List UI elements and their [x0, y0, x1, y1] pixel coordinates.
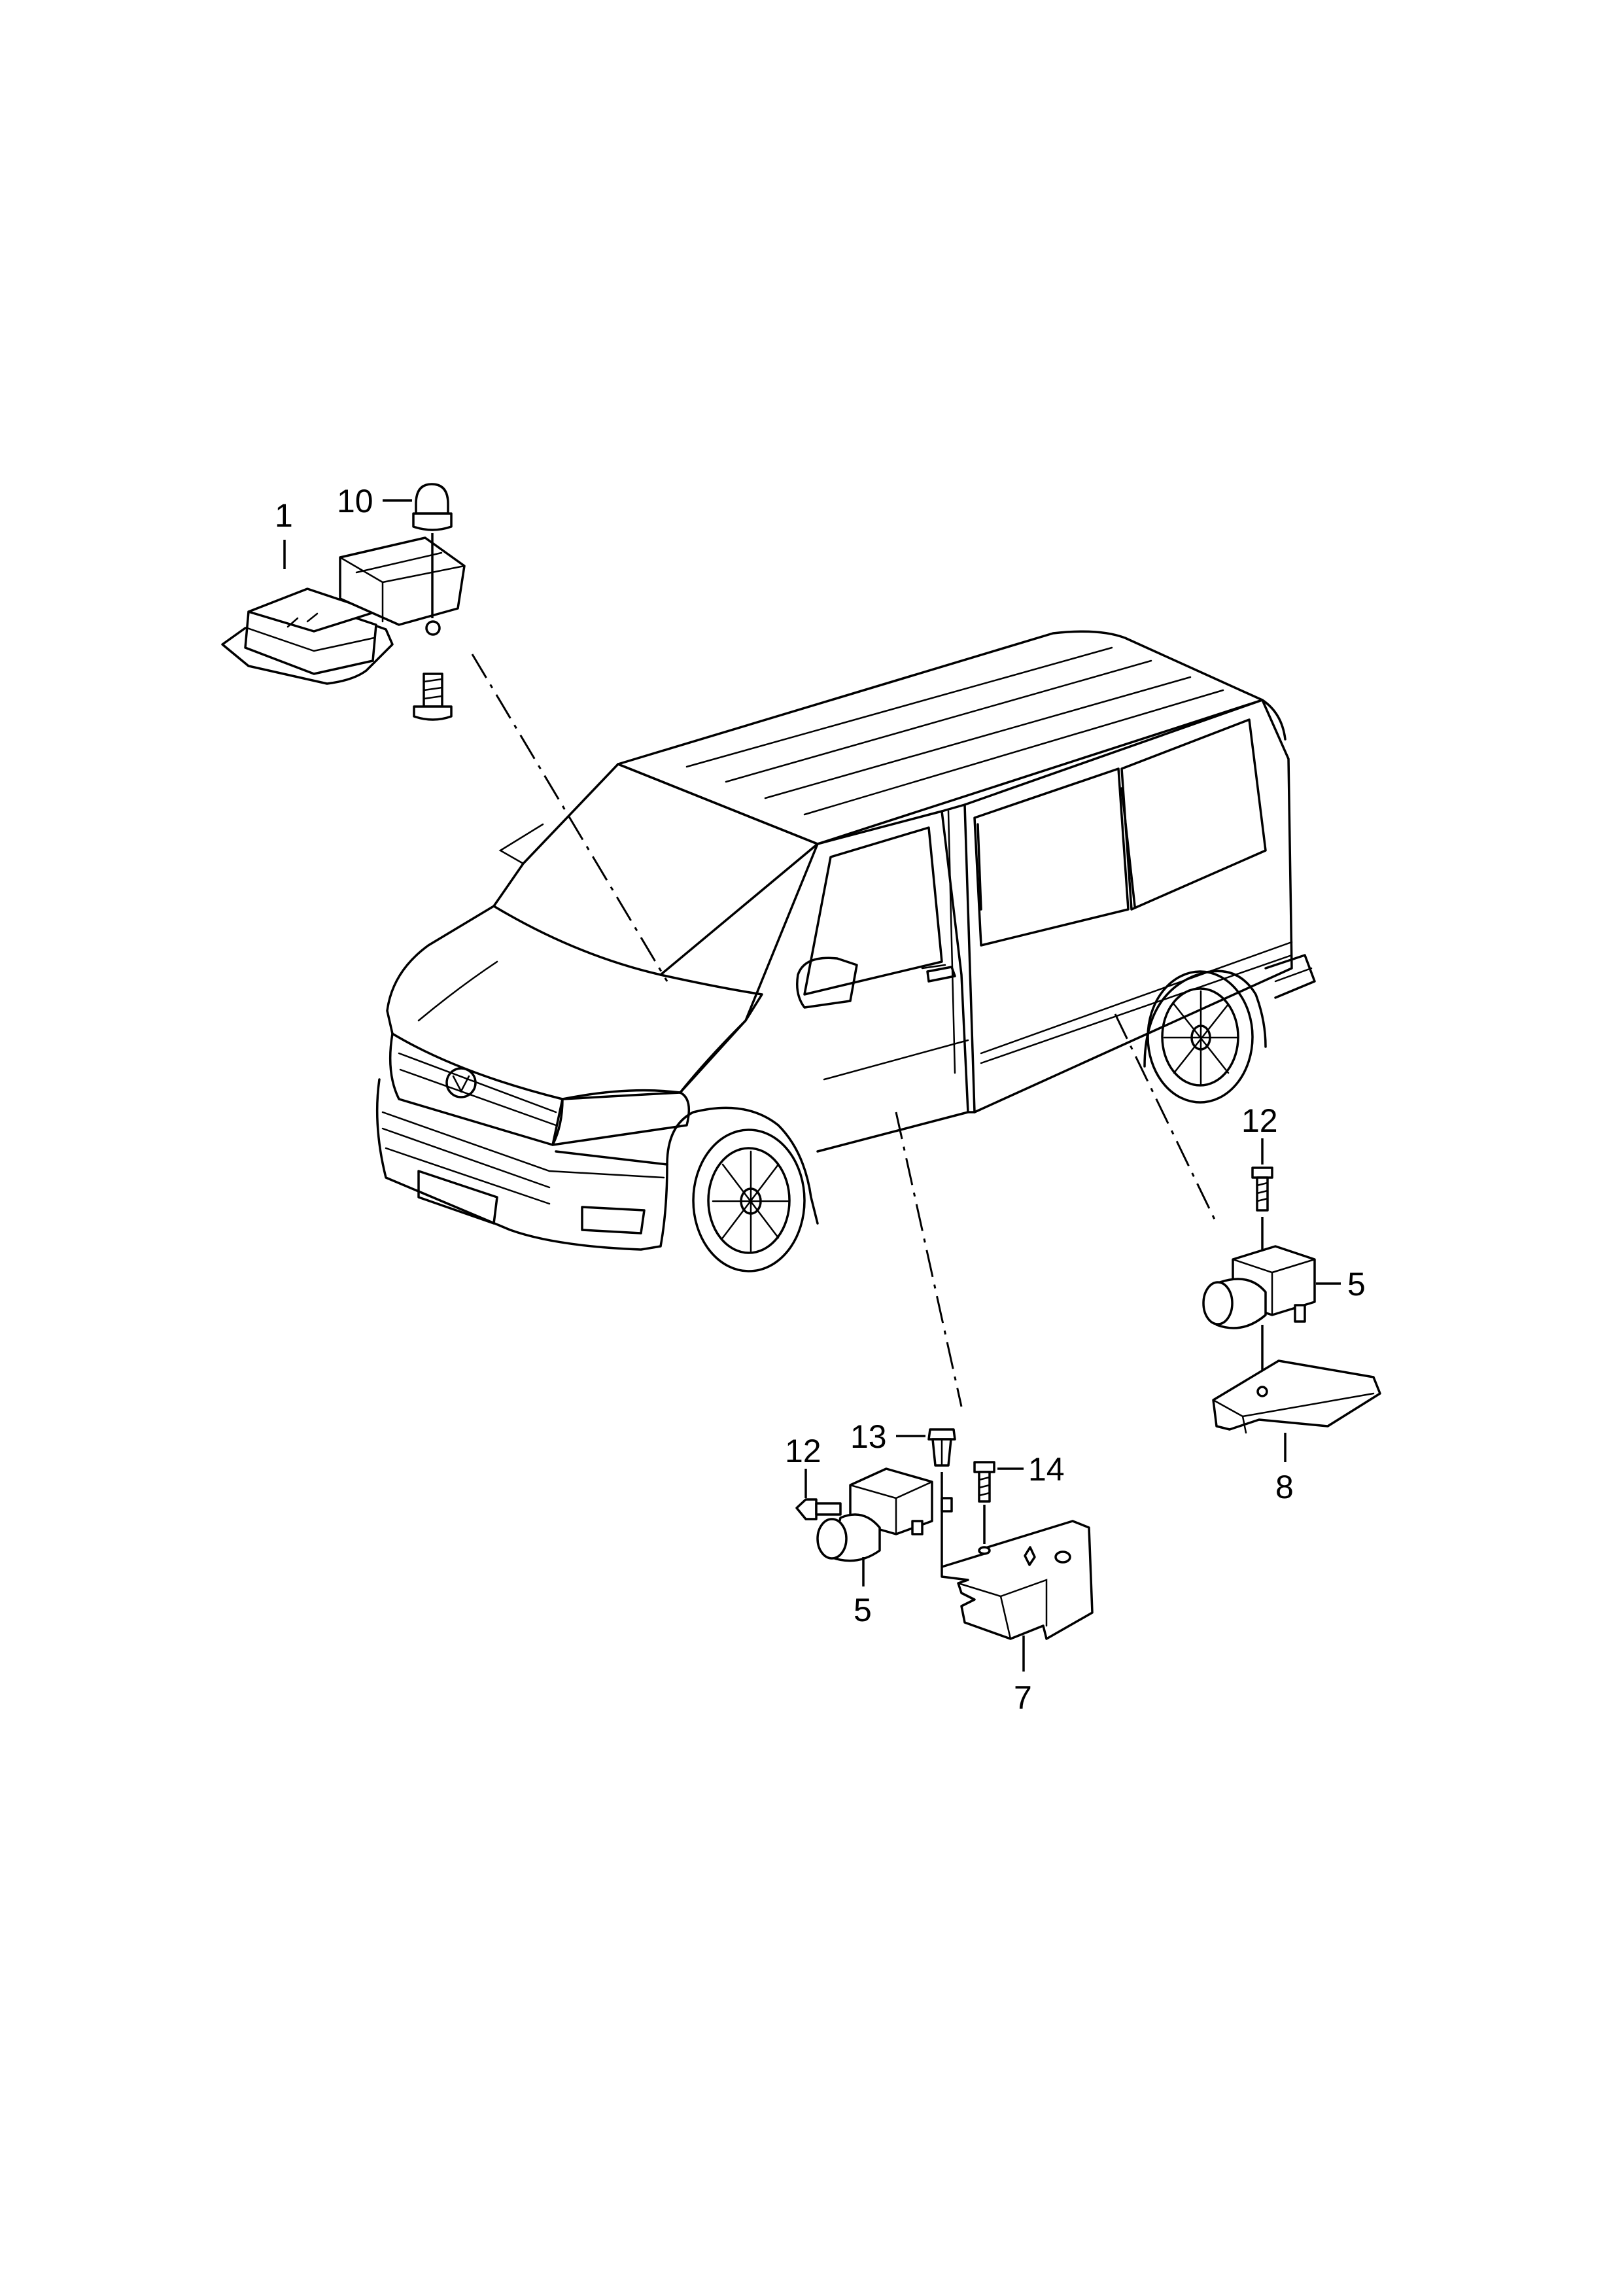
callout-1: 1: [275, 497, 293, 534]
callout-12-lower: 12: [785, 1433, 821, 1469]
callout-7: 7: [1014, 1679, 1032, 1716]
callout-13: 13: [850, 1418, 887, 1455]
connection-lines: [471, 654, 1218, 1407]
callout-8: 8: [1275, 1469, 1294, 1505]
callout-10: 10: [337, 483, 373, 519]
callout-12-right: 12: [1241, 1102, 1278, 1139]
callout-14: 14: [1028, 1451, 1065, 1488]
sensor-lower-part: [795, 1428, 1094, 1640]
van-illustration: [375, 630, 1316, 1272]
callout-5-right: 5: [1347, 1266, 1366, 1303]
callout-5-lower: 5: [854, 1592, 872, 1628]
callout-labels: 1 10 12 5 8 12 13 14 5 7: [275, 483, 1366, 1716]
control-unit-part: [221, 483, 466, 721]
sensor-right-part: [1202, 1166, 1381, 1434]
leader-lines: [283, 499, 1341, 1672]
